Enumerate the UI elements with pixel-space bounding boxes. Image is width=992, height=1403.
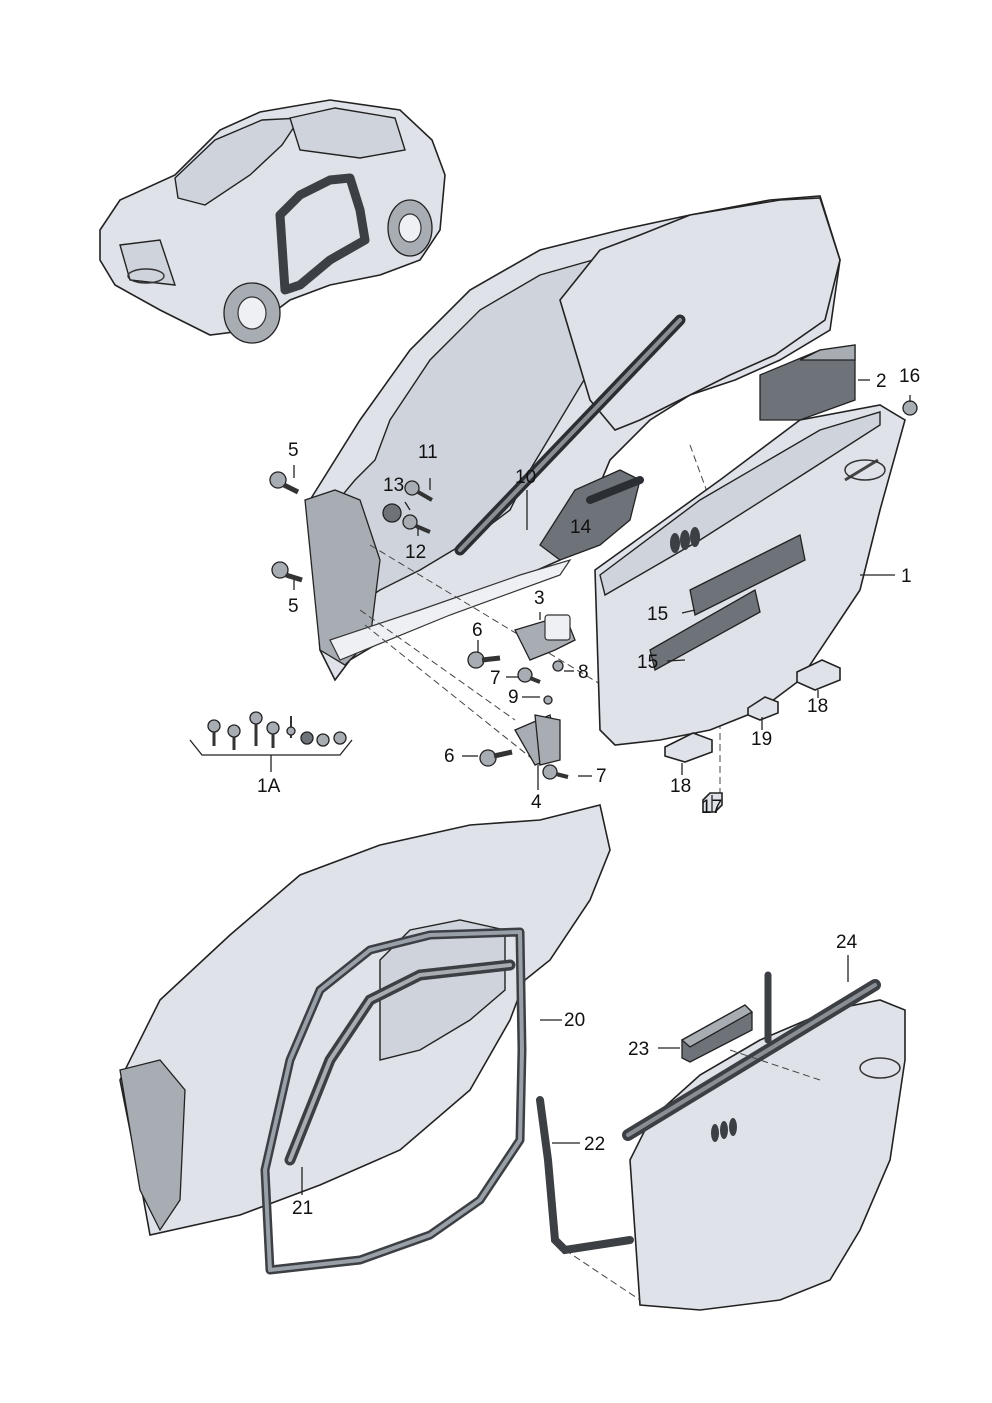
fastener-kit bbox=[189, 711, 353, 772]
nut-12 bbox=[382, 503, 402, 523]
cover-19 bbox=[747, 696, 779, 721]
outer-belt-seal bbox=[622, 979, 881, 1141]
callout-22: 22 bbox=[584, 1134, 605, 1155]
callout-6-lower: 6 bbox=[444, 746, 455, 767]
callout-24: 24 bbox=[836, 932, 858, 953]
cover-18-right bbox=[796, 659, 841, 691]
nut-8 bbox=[552, 660, 564, 672]
foam-block bbox=[759, 344, 856, 421]
fastener-nut-c bbox=[333, 731, 347, 745]
fastener-bolt-c bbox=[249, 711, 263, 746]
fastener-bolt-d bbox=[266, 721, 280, 748]
callout-15-lower: 15 bbox=[637, 652, 658, 673]
callout-3: 3 bbox=[534, 588, 545, 609]
callout-21: 21 bbox=[292, 1198, 313, 1219]
bolt-parts bbox=[269, 400, 918, 780]
hinge-lower bbox=[514, 714, 561, 766]
bolt-7-upper bbox=[517, 667, 541, 684]
callout-1A: 1A bbox=[257, 776, 281, 797]
inner-window-seal bbox=[284, 959, 516, 1166]
door-panel bbox=[594, 404, 906, 746]
callout-18-left: 18 bbox=[670, 776, 691, 797]
callout-12: 12 bbox=[405, 542, 426, 563]
callout-8: 8 bbox=[578, 662, 589, 683]
callout-5-lower: 5 bbox=[288, 596, 299, 617]
fastener-bolt-a bbox=[207, 719, 221, 746]
window-seal-strip bbox=[454, 314, 686, 556]
callout-18-right: 18 bbox=[807, 696, 828, 717]
hinge-upper bbox=[514, 614, 576, 661]
callout-19: 19 bbox=[751, 729, 772, 750]
callout-5-upper: 5 bbox=[288, 440, 299, 461]
callout-14: 14 bbox=[570, 517, 592, 538]
callout-15-upper: 15 bbox=[647, 604, 668, 625]
door-bottom-seal bbox=[536, 1096, 634, 1255]
car-overview bbox=[99, 99, 446, 344]
body-side-upper bbox=[304, 195, 841, 682]
bolt-5-upper bbox=[269, 471, 300, 495]
assembly-lines-lower bbox=[564, 1049, 821, 1301]
cap-16 bbox=[902, 400, 918, 416]
callout-9: 9 bbox=[508, 687, 519, 708]
fastener-nut-b bbox=[316, 733, 330, 747]
reinforcement-bracket bbox=[539, 469, 644, 561]
cover-18-left bbox=[664, 732, 713, 763]
callout-11: 11 bbox=[418, 442, 438, 463]
bolt-12 bbox=[402, 514, 431, 534]
bolt-6-upper bbox=[467, 651, 501, 669]
callout-1: 1 bbox=[901, 566, 912, 587]
callout-17: 17 bbox=[701, 797, 722, 818]
callout-2: 2 bbox=[876, 371, 887, 392]
callout-16: 16 bbox=[899, 366, 920, 387]
buffer-block bbox=[680, 1004, 754, 1063]
callout-13: 13 bbox=[383, 475, 404, 496]
door-panel-lower bbox=[629, 999, 906, 1311]
callout-6-upper: 6 bbox=[472, 620, 483, 641]
bolt-5-lower bbox=[271, 561, 303, 583]
ball-9 bbox=[543, 695, 553, 705]
bolt-7-lower bbox=[542, 764, 569, 780]
callout-labels: 1 2 3 4 5 5 6 6 7 7 8 9 10 11 12 13 14 1… bbox=[257, 366, 920, 1219]
door-frame-seal bbox=[260, 927, 527, 1275]
callout-10: 10 bbox=[515, 467, 536, 488]
callout-4: 4 bbox=[531, 792, 542, 813]
fastener-clip bbox=[286, 716, 296, 738]
leader-lines bbox=[293, 379, 911, 1195]
fastener-bolt-b bbox=[227, 724, 241, 750]
bolt-13 bbox=[404, 480, 433, 502]
callout-20: 20 bbox=[564, 1010, 585, 1031]
body-side-lower bbox=[119, 804, 611, 1236]
callout-7-lower: 7 bbox=[596, 766, 607, 787]
callout-23: 23 bbox=[628, 1039, 649, 1060]
callout-7-upper: 7 bbox=[490, 668, 501, 689]
bolt-6-lower bbox=[479, 749, 513, 767]
fastener-nut-a bbox=[300, 731, 314, 745]
plug-covers bbox=[664, 659, 841, 813]
